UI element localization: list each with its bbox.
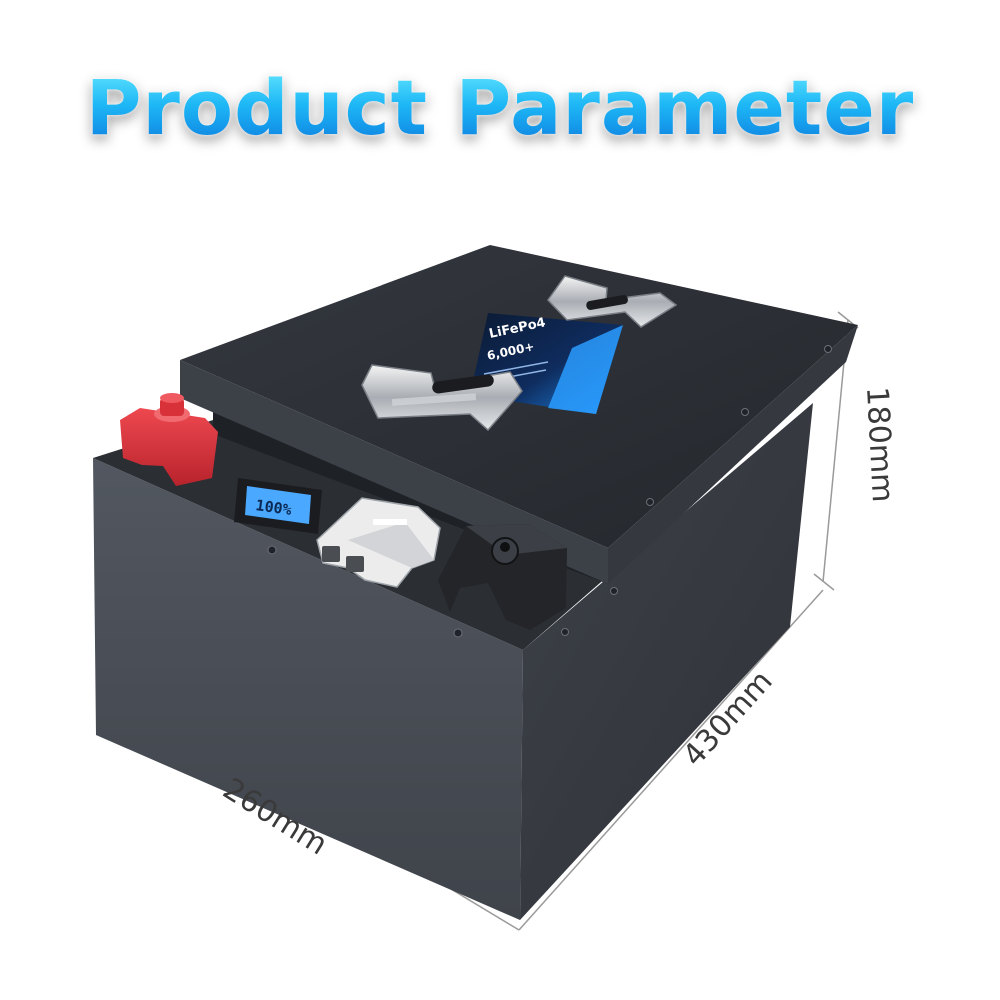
positive-terminal-icon [120, 393, 218, 486]
dimension-height-label: 180mm [859, 386, 900, 503]
carry-handle-icon [547, 275, 678, 328]
carry-handle-icon [361, 364, 523, 432]
page-title: Product Parameter [0, 70, 1000, 146]
anderson-connector-icon [316, 497, 441, 588]
negative-terminal-icon [438, 524, 567, 630]
battery-display: 100% [234, 478, 322, 534]
display-reading: 100% [254, 496, 292, 519]
